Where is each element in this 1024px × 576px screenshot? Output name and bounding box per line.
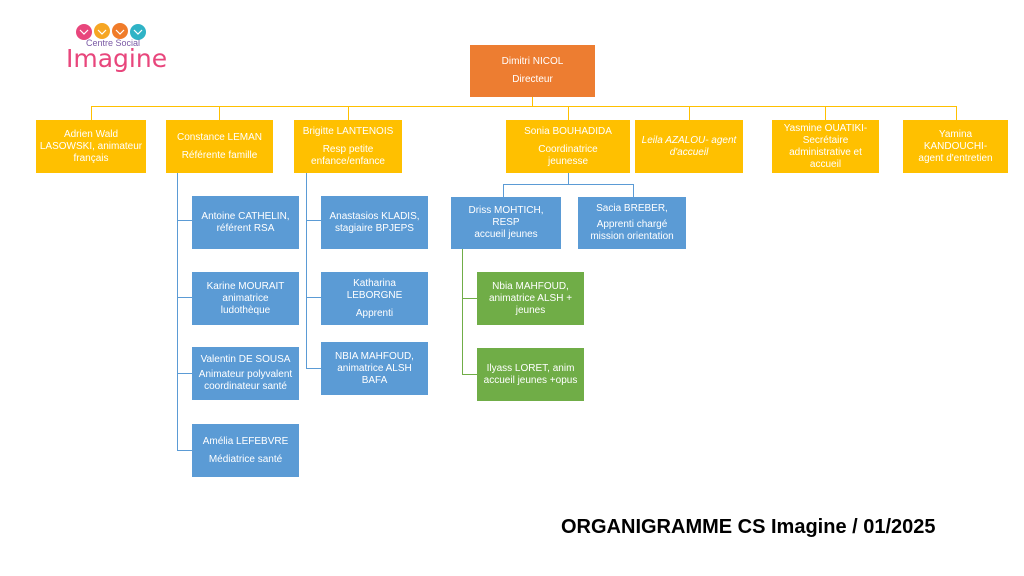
sonia-team-line: [568, 173, 569, 184]
staff-line: Karine MOURAIT: [206, 280, 285, 292]
staff-name: Brigitte LANTENOIS: [302, 125, 394, 137]
staff-role: jeunesse: [547, 155, 589, 167]
connector-brigitte: [348, 106, 349, 120]
staff-line: français: [73, 152, 109, 164]
staff-line: Sacia BREBER,: [596, 203, 668, 214]
staff-name: Katharina LEBORGNE: [346, 277, 403, 301]
staff-box-amelia: Amélia LEFEBVRE Médiatrice santé: [192, 424, 299, 477]
staff-line: Ilyass LORET, anim: [486, 362, 575, 374]
staff-line: Secrétaire: [802, 134, 849, 146]
branch-katharina: [306, 297, 321, 298]
staff-box-nbia-jeunes: Nbia MAHFOUD, animatrice ALSH + jeunes: [477, 272, 584, 325]
staff-line: accueil jeunes: [474, 229, 538, 240]
staff-box-sacia: Sacia BREBER, Apprenti chargé mission or…: [578, 197, 686, 249]
staff-line: Driss MOHTICH, RESP: [468, 205, 544, 228]
staff-box-yasmine: Yasmine OUATIKI- Secrétaire administrati…: [772, 120, 879, 173]
staff-role: coordinateur santé: [204, 381, 287, 392]
staff-name: Valentin DE SOUSA: [200, 354, 291, 365]
director-box: Dimitri NICOL Directeur: [470, 45, 595, 97]
connector-sacia: [633, 184, 634, 197]
staff-line: Leila AZALOU- agent: [641, 134, 737, 146]
staff-box-sonia: Sonia BOUHADIDA Coordinatrice jeunesse: [506, 120, 630, 173]
connector-constance: [219, 106, 220, 120]
branch-anastasios: [306, 220, 321, 221]
logo-subtitle: Centre Social: [86, 38, 141, 48]
level1-bus: [91, 106, 957, 107]
branch-nbia-alsh: [306, 368, 321, 369]
staff-role: Resp petite: [322, 143, 374, 155]
staff-role: enfance/enfance: [311, 155, 385, 167]
staff-line: administrative et: [789, 146, 862, 158]
page-footer-title: ORGANIGRAMME CS Imagine / 01/2025: [561, 516, 936, 538]
connector-yasmine: [825, 106, 826, 120]
staff-line: Adrien Wald: [63, 128, 119, 140]
staff-line: animatrice ALSH +: [488, 292, 573, 304]
constance-team-line: [177, 173, 178, 451]
connector-adrien: [91, 106, 92, 120]
branch-amelia: [177, 450, 192, 451]
staff-role: Coordinatrice: [538, 143, 598, 155]
staff-box-anastasios: Anastasios KLADIS, stagiaire BPJEPS: [321, 196, 428, 249]
staff-line: agent d'entretien: [918, 152, 993, 164]
connector-yamina: [956, 106, 957, 120]
staff-line: stagiaire BPJEPS: [335, 222, 414, 234]
staff-line: d'accueil: [669, 146, 709, 158]
brigitte-team-line: [306, 173, 307, 369]
branch-nbia-jeunes: [462, 298, 477, 299]
staff-box-adrien: Adrien Wald LASOWSKI, animateur français: [36, 120, 146, 173]
sonia-team-bus: [503, 184, 633, 185]
staff-line: mission orientation: [590, 231, 674, 242]
branch-antoine: [177, 220, 192, 221]
director-connector: [532, 97, 533, 106]
connector-leila: [689, 106, 690, 120]
logo-title: Imagine: [66, 44, 168, 73]
staff-box-antoine: Antoine CATHELIN, référent RSA: [192, 196, 299, 249]
staff-box-karine: Karine MOURAIT animatrice ludothèque: [192, 272, 299, 325]
staff-line: accueil jeunes +opus: [483, 374, 578, 386]
staff-line: BAFA: [361, 374, 388, 386]
staff-box-yamina: Yamina KANDOUCHI- agent d'entretien: [903, 120, 1008, 173]
staff-line: jeunes: [515, 304, 546, 316]
connector-driss: [503, 184, 504, 197]
staff-box-brigitte: Brigitte LANTENOIS Resp petite enfance/e…: [294, 120, 402, 173]
branch-valentin: [177, 373, 192, 374]
branch-ilyass: [462, 374, 477, 375]
driss-team-line: [462, 249, 463, 374]
staff-line: référent RSA: [216, 222, 275, 234]
staff-name: Sonia BOUHADIDA: [524, 125, 612, 137]
staff-line: Yamina KANDOUCHI-: [923, 128, 988, 152]
connector-sonia: [568, 106, 569, 120]
staff-box-valentin: Valentin DE SOUSA Animateur polyvalent c…: [192, 347, 299, 400]
staff-box-katharina: Katharina LEBORGNE Apprenti: [321, 272, 428, 325]
staff-role: Médiatrice santé: [208, 453, 283, 465]
branch-karine: [177, 297, 192, 298]
staff-box-driss: Driss MOHTICH, RESP accueil jeunes: [451, 197, 561, 249]
staff-line: ludothèque: [220, 304, 271, 316]
staff-line: Yasmine OUATIKI-: [783, 122, 868, 134]
staff-line: animatrice: [222, 292, 269, 304]
staff-role: Animateur polyvalent: [198, 369, 293, 380]
staff-line: Apprenti chargé: [596, 219, 668, 230]
staff-role: Référente famille: [181, 149, 258, 161]
staff-line: animatrice ALSH: [337, 362, 412, 374]
staff-box-constance: Constance LEMAN Référente famille: [166, 120, 273, 173]
staff-line: NBIA MAHFOUD,: [335, 350, 414, 362]
staff-line: Antoine CATHELIN,: [201, 210, 290, 222]
staff-line: Anastasios KLADIS,: [329, 210, 420, 222]
staff-line: LASOWSKI, animateur: [39, 140, 143, 152]
staff-box-ilyass: Ilyass LORET, anim accueil jeunes +opus: [477, 348, 584, 401]
staff-box-nbia-alsh: NBIA MAHFOUD, animatrice ALSH BAFA: [321, 342, 428, 395]
staff-line: accueil: [809, 158, 842, 170]
director-role: Directeur: [512, 74, 553, 85]
staff-box-leila: Leila AZALOU- agent d'accueil: [635, 120, 743, 173]
staff-role: Apprenti: [355, 307, 394, 319]
logo-figures-icon: [76, 23, 146, 40]
staff-name: Amélia LEFEBVRE: [202, 435, 289, 447]
director-name: Dimitri NICOL: [501, 56, 564, 67]
staff-name: Constance LEMAN: [176, 131, 263, 143]
staff-line: Nbia MAHFOUD,: [492, 280, 569, 292]
